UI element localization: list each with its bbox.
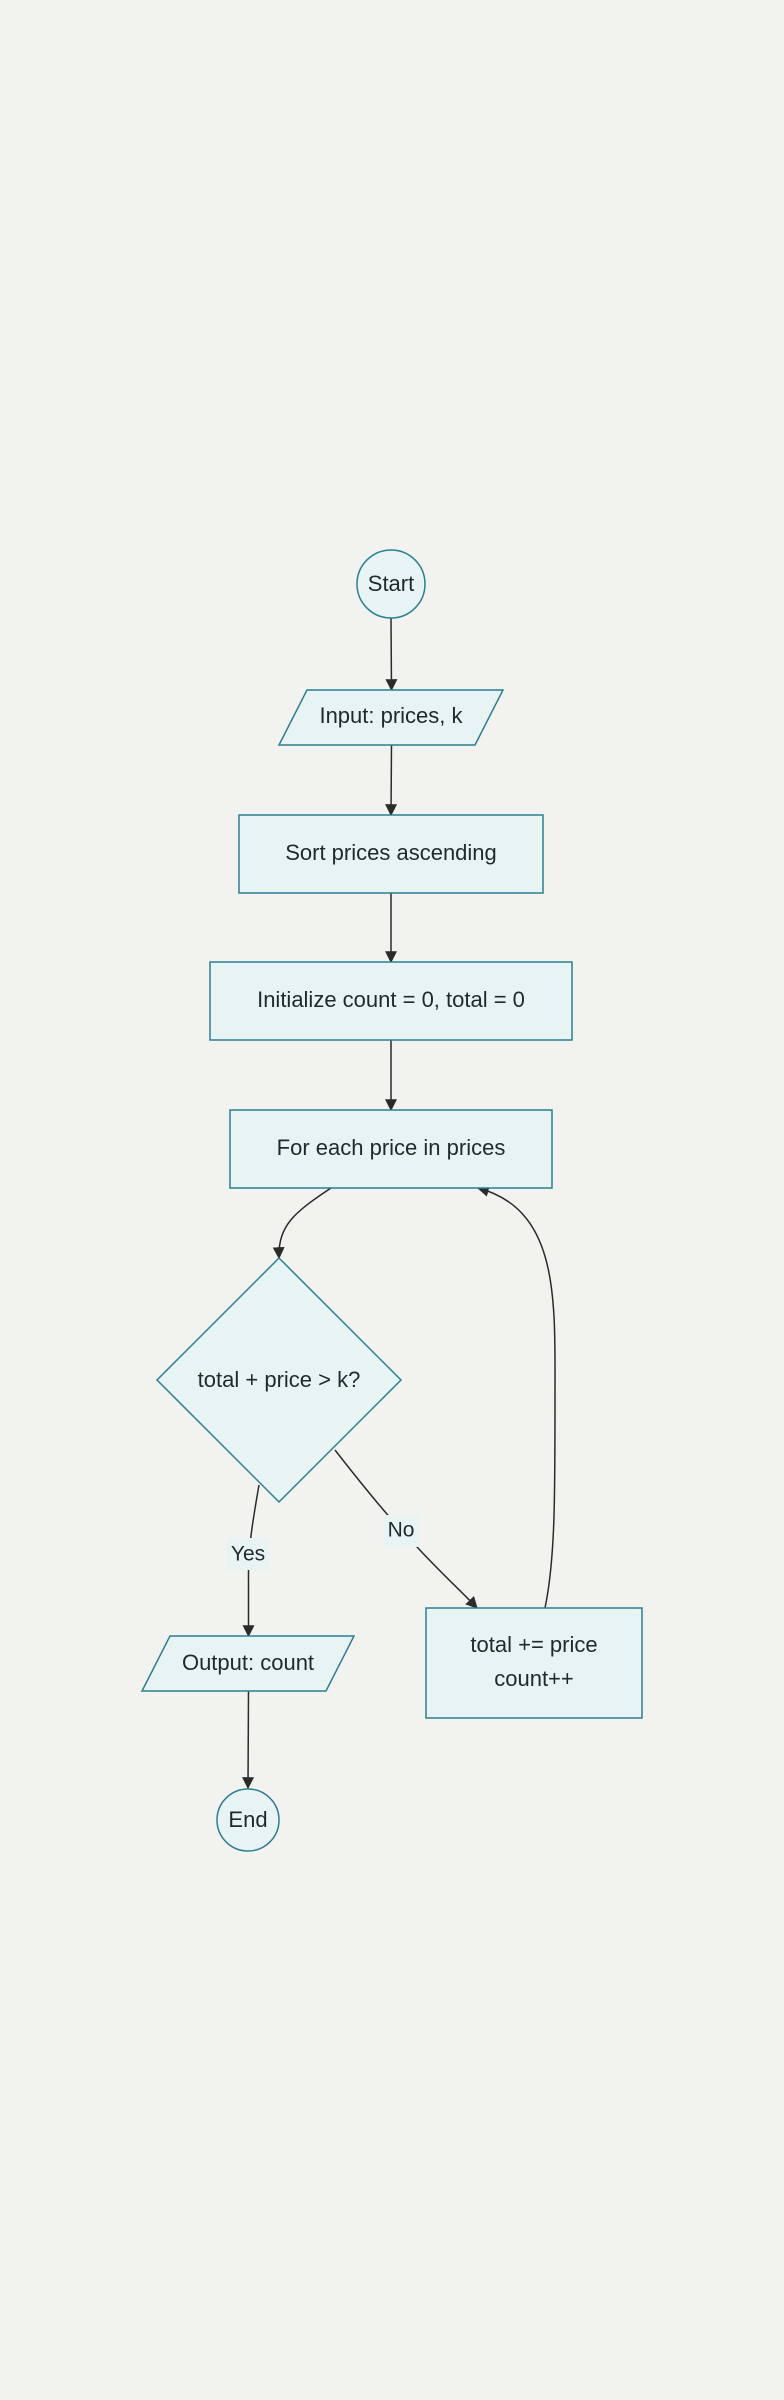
node-decision: total + price > k? (155, 1256, 403, 1504)
end-label: End (228, 1807, 267, 1832)
input-parallelogram-shape (277, 689, 505, 746)
start-label: Start (368, 571, 414, 596)
node-input: Input: prices, k (277, 689, 505, 746)
decision-diamond-shape (155, 1256, 403, 1504)
node-end: End (216, 1788, 280, 1852)
edge-input-to-sort (385, 744, 398, 817)
node-sort: Sort prices ascending (238, 814, 544, 894)
init-label: Initialize count = 0, total = 0 (257, 987, 525, 1012)
node-start: Start (356, 549, 426, 619)
edge-label-no-bg (383, 1515, 419, 1547)
end-terminal-shape (216, 1788, 280, 1852)
node-init: Initialize count = 0, total = 0 (209, 961, 573, 1041)
edge-label-yes: Yes (226, 1538, 270, 1570)
update-process-shape (425, 1607, 643, 1719)
sort-process-shape (238, 814, 544, 894)
update-label-line1: total += price (470, 1632, 597, 1657)
edge-start-to-input (385, 617, 398, 692)
loop-label: For each price in prices (277, 1135, 506, 1160)
edge-label-yes-bg (226, 1538, 270, 1570)
output-label: Output: count (182, 1650, 314, 1675)
node-loop: For each price in prices (229, 1109, 553, 1189)
edge-decision-no (334, 1449, 478, 1609)
loop-process-shape (229, 1109, 553, 1189)
init-process-shape (209, 961, 573, 1041)
update-label-line2: count++ (494, 1666, 574, 1691)
sort-label: Sort prices ascending (285, 840, 497, 865)
node-output: Output: count (140, 1635, 356, 1692)
output-parallelogram-shape (140, 1635, 356, 1692)
start-terminal-shape (356, 549, 426, 619)
edge-output-to-end (242, 1690, 255, 1790)
edge-label-no-text: No (388, 1519, 415, 1542)
input-label: Input: prices, k (319, 703, 463, 728)
edge-label-no: No (383, 1515, 419, 1547)
node-update: total += price count++ (425, 1607, 643, 1719)
edge-label-yes-text: Yes (231, 1543, 265, 1566)
edge-loop-to-decision (272, 1187, 332, 1260)
edge-update-to-loop (476, 1185, 556, 1609)
decision-label: total + price > k? (198, 1367, 361, 1392)
